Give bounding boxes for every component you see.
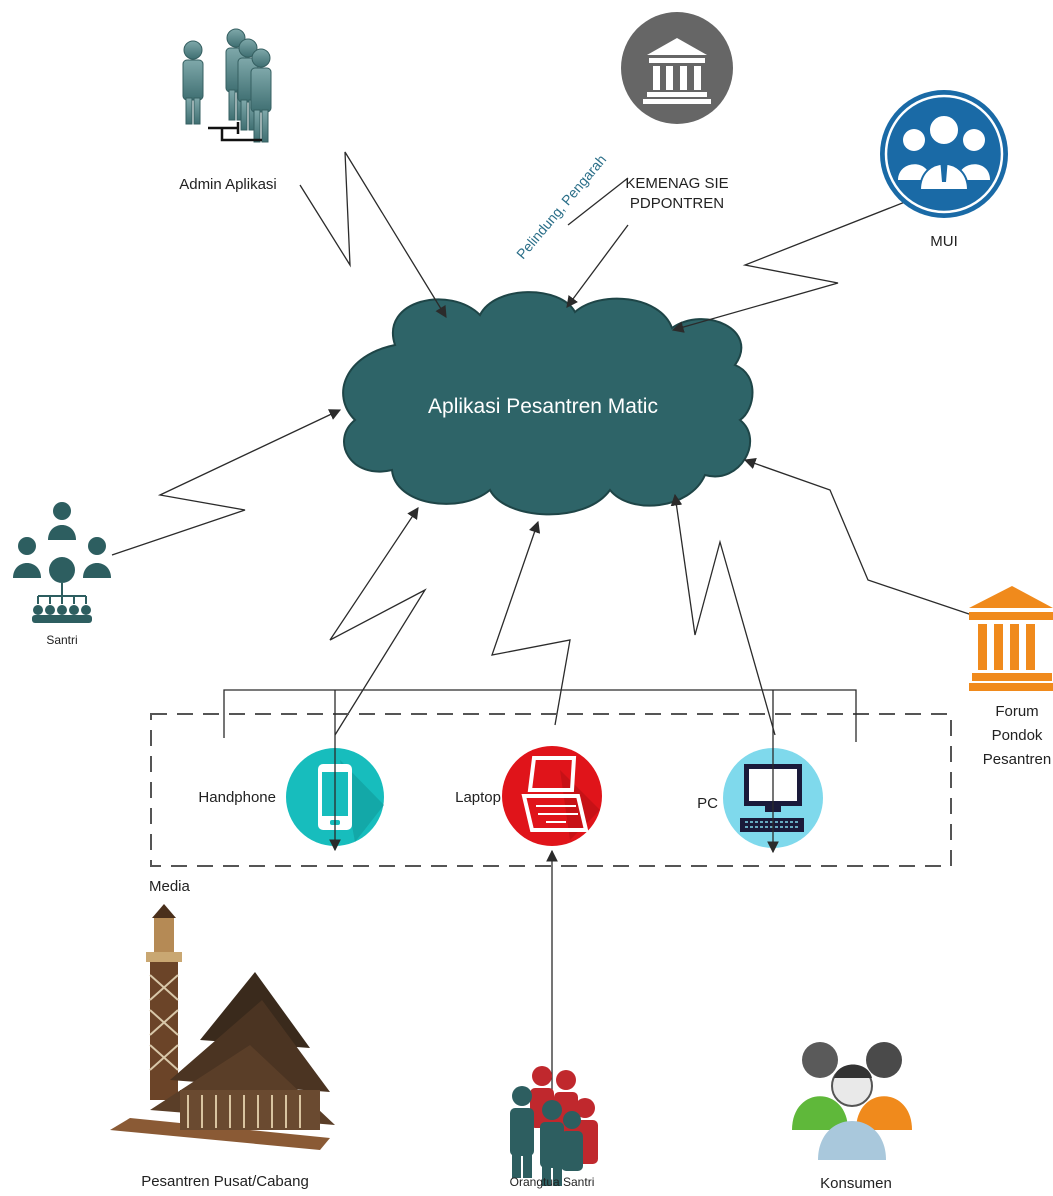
forum-building-icon (969, 586, 1053, 691)
laptop-icon (502, 746, 602, 846)
pc-label: PC (697, 795, 718, 812)
admin-label: Admin Aplikasi (179, 176, 277, 193)
konsumen-people-icon (792, 1042, 912, 1160)
connector-forum (743, 457, 973, 616)
connector-laptop (491, 520, 571, 726)
orangtua-label: Orangtua Santri (510, 1175, 595, 1189)
connector-mui (671, 199, 911, 333)
handphone-label: Handphone (198, 789, 276, 806)
user-bus-line (223, 689, 857, 742)
connector-kemenag (566, 224, 629, 308)
connector-kemenag-role (567, 177, 629, 226)
mui-label: MUI (930, 233, 958, 250)
connector-admin (299, 151, 447, 318)
media-box (150, 713, 952, 867)
santri-hierarchy-icon (13, 502, 111, 623)
konsumen-label: Konsumen (820, 1175, 892, 1192)
kemenag-role-label: Pelindung, Pengarah (513, 151, 609, 261)
mui-people-icon (880, 90, 1008, 218)
forum-label-line1: Forum (995, 703, 1038, 720)
forum-label-line3: Pesantren (983, 751, 1051, 768)
kemenag-label-line1: KEMENAG SIE (625, 175, 728, 192)
connector-handphone (329, 507, 427, 736)
forum-label-line2: Pondok (992, 727, 1043, 744)
laptop-label: Laptop (455, 789, 501, 806)
admin-people-icon (182, 28, 272, 143)
cloud-title: Aplikasi Pesantren Matic (428, 395, 658, 418)
pesantren-label: Pesantren Pusat/Cabang (141, 1173, 309, 1190)
kemenag-building-icon (621, 12, 733, 124)
connector-pc (670, 493, 776, 736)
orangtua-people-icon (510, 1066, 598, 1186)
connector-santri (111, 409, 342, 556)
kemenag-label-line2: PDPONTREN (630, 195, 724, 212)
santri-label: Santri (46, 633, 77, 647)
pesantren-mosque-icon (110, 904, 335, 1150)
cloud-application: Aplikasi Pesantren Matic (342, 291, 754, 516)
media-label: Media (149, 878, 191, 895)
